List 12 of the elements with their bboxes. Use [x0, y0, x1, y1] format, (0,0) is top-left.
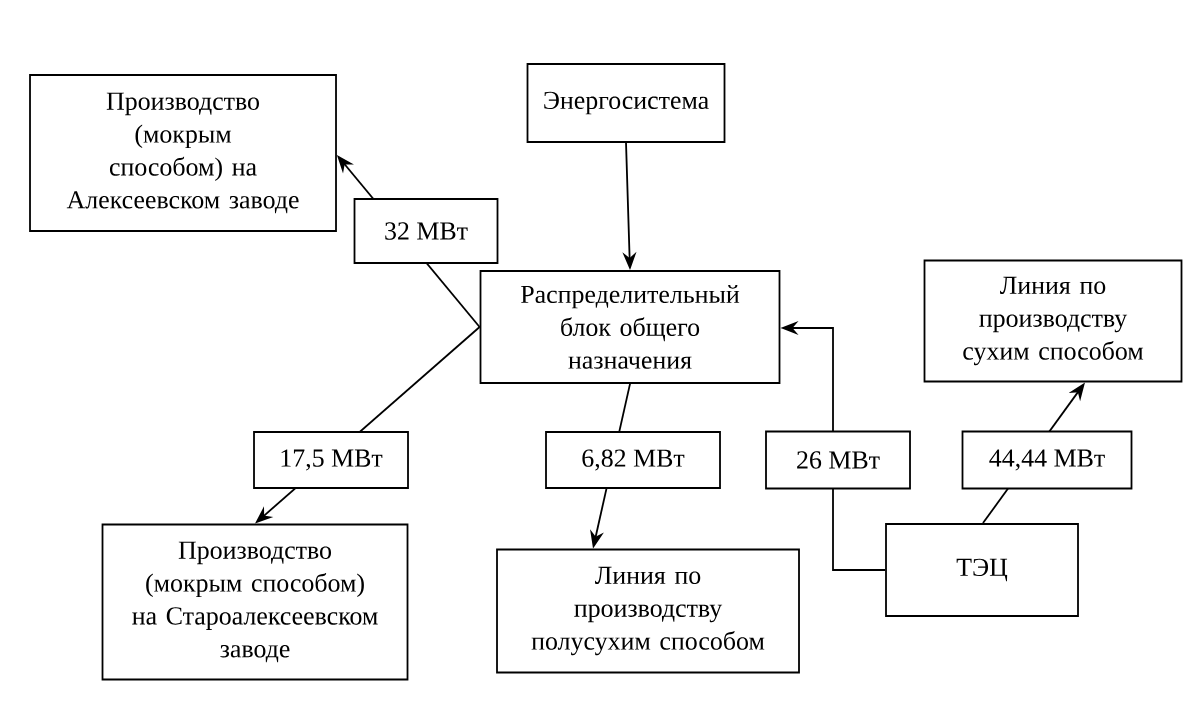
process-box: Производство (мокрым способом) на Алексеевском заводе — [29, 74, 337, 232]
edge-label: 32 МВт — [353, 198, 499, 264]
edge-label: 26 МВт — [765, 430, 911, 490]
edge-label: 17,5 МВт — [253, 431, 409, 489]
process-box: Энергосистема — [526, 63, 726, 143]
process-box: Линия по производству полусухим способом — [496, 548, 800, 674]
edge-label: 6,82 МВт — [545, 431, 721, 489]
edge-label: 44,44 МВт — [961, 430, 1133, 490]
process-box: Производство (мокрым способом) на Староалексеевском заводе — [101, 523, 409, 681]
process-box: Распределительный блок общего назначения — [479, 270, 781, 384]
process-box: ТЭЦ — [885, 523, 1079, 617]
process-box: Линия по производству сухим способом — [923, 259, 1183, 383]
